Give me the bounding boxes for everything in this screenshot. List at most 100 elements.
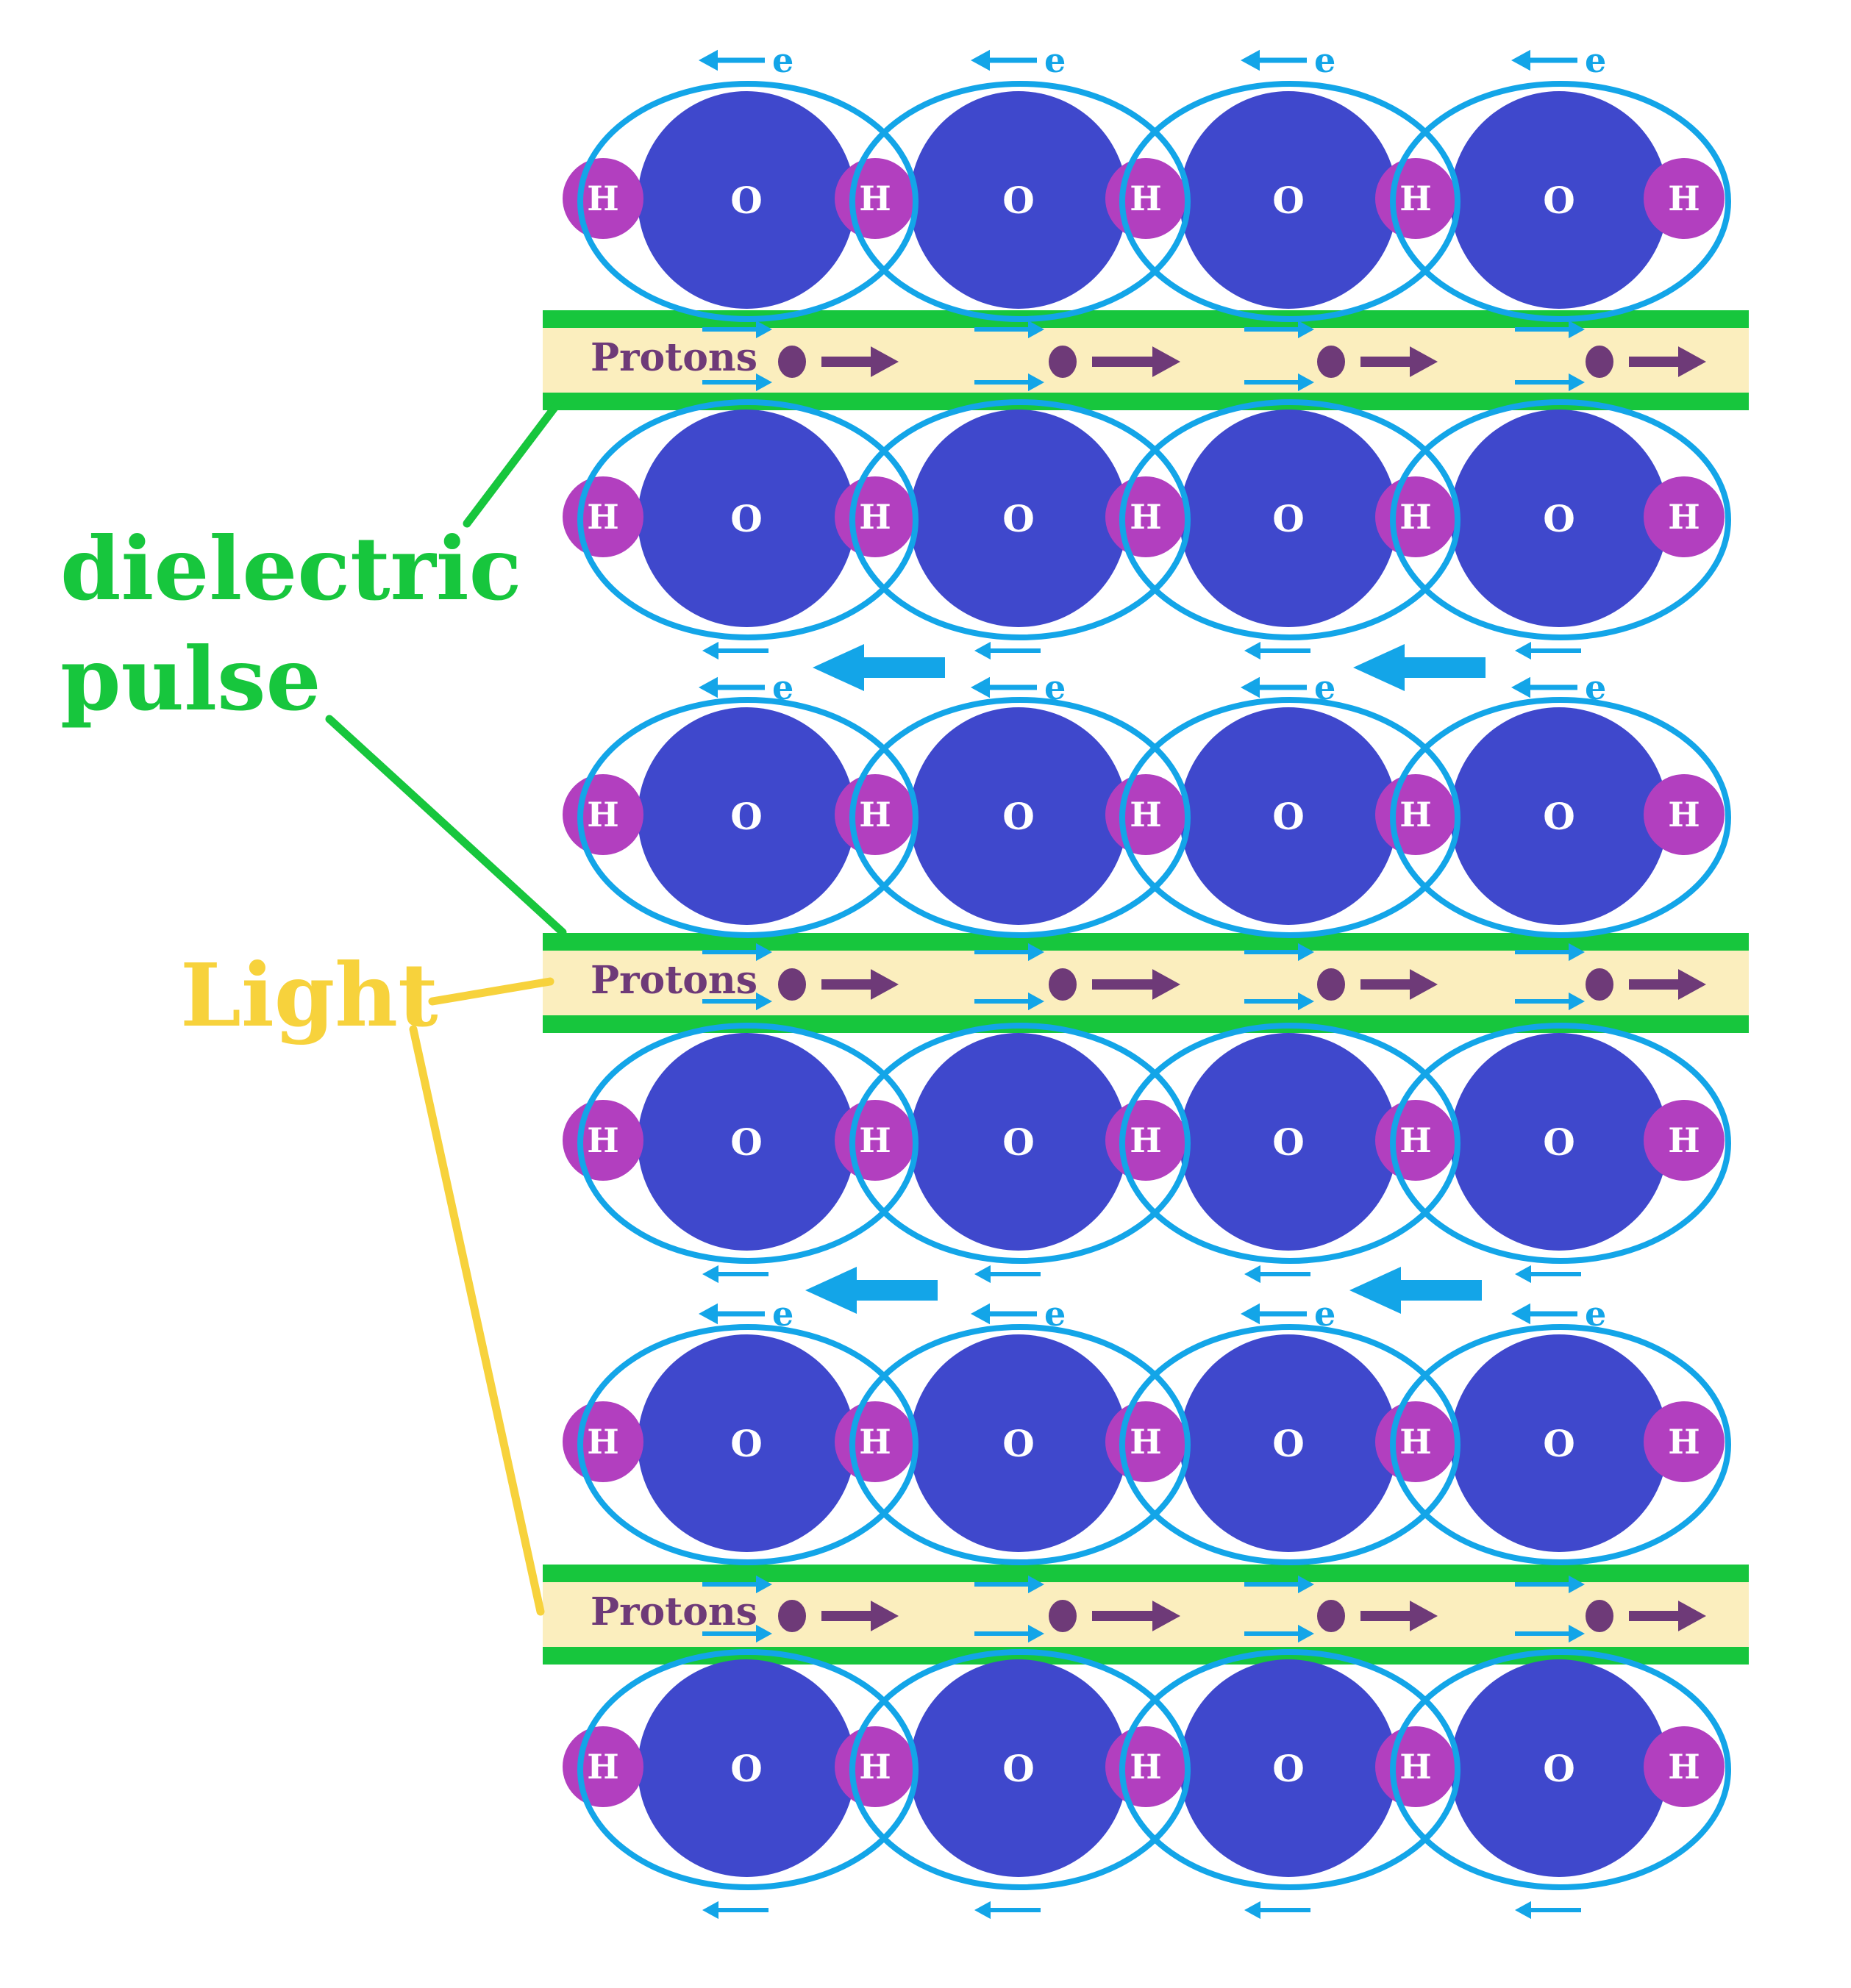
electron-cloud xyxy=(577,697,919,938)
oxygen-label: O xyxy=(1272,1747,1305,1790)
hydrogen-label: H xyxy=(1668,497,1700,537)
dielectric-label-line1: dielectric xyxy=(60,518,522,620)
oxygen-atom xyxy=(1450,1033,1668,1251)
electron-arrow-icon-head xyxy=(756,373,772,392)
proton-dot xyxy=(1586,346,1613,378)
oxygen-atom xyxy=(910,1334,1127,1552)
proton-dot xyxy=(1049,1600,1077,1632)
proton-arrow-icon-head xyxy=(1152,346,1180,377)
oxygen-label: O xyxy=(1272,1422,1305,1465)
electron-cloud xyxy=(577,81,919,322)
electron-arrow-icon-head xyxy=(1569,992,1585,1011)
electron-indicator: e xyxy=(1511,40,1606,80)
electron-arrow-icon-head xyxy=(1569,1624,1585,1643)
hydrogen-label: H xyxy=(1130,497,1161,537)
electron-cloud xyxy=(1390,697,1731,938)
oxygen-atom xyxy=(910,1659,1127,1877)
oxygen-atom xyxy=(910,91,1127,309)
hydrogen-label: H xyxy=(1399,795,1431,834)
oxygen-label: O xyxy=(1002,1120,1035,1164)
proton-arrow-icon-head xyxy=(871,969,899,1000)
pulse-arrow-shaft xyxy=(1390,1280,1482,1301)
electron-indicator: e xyxy=(1511,668,1606,707)
electron-cloud xyxy=(849,1324,1191,1565)
protons-label: Protons xyxy=(591,958,757,1003)
#13a5e8-head xyxy=(702,1901,718,1920)
electron-arrow-icon-head xyxy=(1028,1575,1044,1594)
electron-indicator: e xyxy=(699,40,793,80)
hydrogen-label: H xyxy=(587,179,618,218)
electron-arrow-icon-head xyxy=(699,49,718,71)
proton-dot xyxy=(1586,968,1613,1001)
pulse-arrow xyxy=(1349,1267,1482,1314)
hydrogen-label: H xyxy=(859,179,891,218)
oxygen-label: O xyxy=(1543,795,1575,838)
hydrogen-label: H xyxy=(1130,1747,1161,1787)
dielectric-label-line2: pulse xyxy=(60,628,321,730)
electron-cloud xyxy=(1119,81,1461,322)
electron-indicator: e xyxy=(971,1294,1066,1334)
electron-arrow-icon-head xyxy=(1028,943,1044,962)
hydrogen-label: H xyxy=(859,1422,891,1462)
oxygen-atom xyxy=(1450,707,1668,925)
dielectric-leader-top xyxy=(463,393,567,528)
oxygen-label: O xyxy=(1272,795,1305,838)
electron-cloud xyxy=(1119,1023,1461,1264)
pulse-arrow-icon xyxy=(1349,1267,1401,1314)
electron-arrow-icon-head xyxy=(1298,943,1314,962)
electron-cloud xyxy=(1390,399,1731,640)
hydrogen-label: H xyxy=(1130,1422,1161,1462)
electron-cloud xyxy=(577,1023,919,1264)
hydrogen-label: H xyxy=(1130,1120,1161,1160)
pulse-arrow xyxy=(813,644,945,691)
electron-indicator: e xyxy=(971,40,1066,80)
electron-arrow-icon-head xyxy=(1511,1303,1530,1325)
oxygen-label: O xyxy=(1543,1422,1575,1465)
hydrogen-label: H xyxy=(1399,179,1431,218)
electron-arrow-icon-head xyxy=(1028,1624,1044,1643)
electron-arrow-icon-head xyxy=(1298,373,1314,392)
electron-cloud xyxy=(1119,1324,1461,1565)
electron-arrow-icon-head xyxy=(971,1303,990,1325)
pulse-arrow-icon xyxy=(1353,644,1405,691)
oxygen-atom xyxy=(638,91,855,309)
electron-arrow-icon-head xyxy=(1028,373,1044,392)
electron-arrow-icon-head xyxy=(1241,676,1260,698)
oxygen-label: O xyxy=(730,179,763,222)
electron-indicator: e xyxy=(699,668,793,707)
proton-arrow-icon-head xyxy=(871,1601,899,1631)
hydrogen-label: H xyxy=(587,795,618,834)
oxygen-label: O xyxy=(1272,497,1305,540)
light-leader-short xyxy=(428,977,554,1006)
oxygen-atom xyxy=(1180,1659,1397,1877)
hydrogen-label: H xyxy=(1668,1747,1700,1787)
electron-label: e xyxy=(1044,40,1066,80)
oxygen-label: O xyxy=(1543,1747,1575,1790)
oxygen-label: O xyxy=(730,1120,763,1164)
electron-arrow-icon-head xyxy=(971,676,990,698)
pulse-arrow-icon xyxy=(813,644,864,691)
electron-arrow-icon-head xyxy=(1511,676,1530,698)
electron-label: e xyxy=(1314,40,1335,80)
electron-label: e xyxy=(1314,1294,1335,1334)
electron-cloud xyxy=(1119,697,1461,938)
electron-indicator: e xyxy=(971,668,1066,707)
oxygen-label: O xyxy=(1002,795,1035,838)
oxygen-atom xyxy=(638,1334,855,1552)
#13a5e8-head xyxy=(974,1901,991,1920)
oxygen-label: O xyxy=(730,1747,763,1790)
#13a5e8-head xyxy=(1244,641,1260,660)
pulse-arrow-shaft xyxy=(846,1280,938,1301)
electron-cloud xyxy=(1119,1649,1461,1890)
electron-cloud xyxy=(577,1324,919,1565)
electron-arrow-icon-head xyxy=(1298,992,1314,1011)
oxygen-atom xyxy=(638,1033,855,1251)
electron-label: e xyxy=(772,1294,793,1334)
electron-arrow-icon-head xyxy=(1298,320,1314,339)
electron-cloud xyxy=(1390,1324,1731,1565)
proton-arrow-icon-head xyxy=(1410,1601,1438,1631)
oxygen-atom xyxy=(638,410,855,627)
